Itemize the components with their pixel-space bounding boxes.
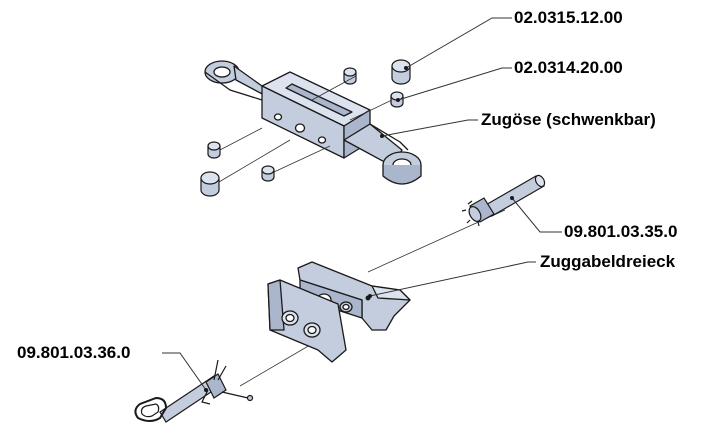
bushing-large-2 (200, 171, 220, 197)
label-part-09-801-03-36-0: 09.801.03.36.0 (17, 343, 131, 362)
label-part-02-0315-12-00: 02.0315.12.00 (514, 8, 623, 27)
leader-lines (162, 17, 562, 391)
bushing-large-1 (391, 59, 411, 85)
label-clevis-triangle: Zuggabeldreieck (540, 252, 676, 271)
bushing-small-4 (261, 165, 275, 182)
swivel-drawbar-eye (204, 60, 422, 185)
label-swivel-drawbar-eye: Zugöse (schwenkbar) (481, 110, 656, 129)
pin-36-with-ring (134, 359, 254, 423)
clevis-triangle (267, 261, 411, 363)
bushing-small-3 (207, 141, 221, 159)
pin-35 (461, 174, 546, 227)
bushings (200, 59, 411, 197)
label-part-02-0314-20-00: 02.0314.20.00 (514, 58, 623, 77)
label-part-09-801-03-35-0: 09.801.03.35.0 (564, 222, 678, 241)
bushing-small-2 (390, 91, 404, 108)
leader-dots (204, 66, 514, 392)
